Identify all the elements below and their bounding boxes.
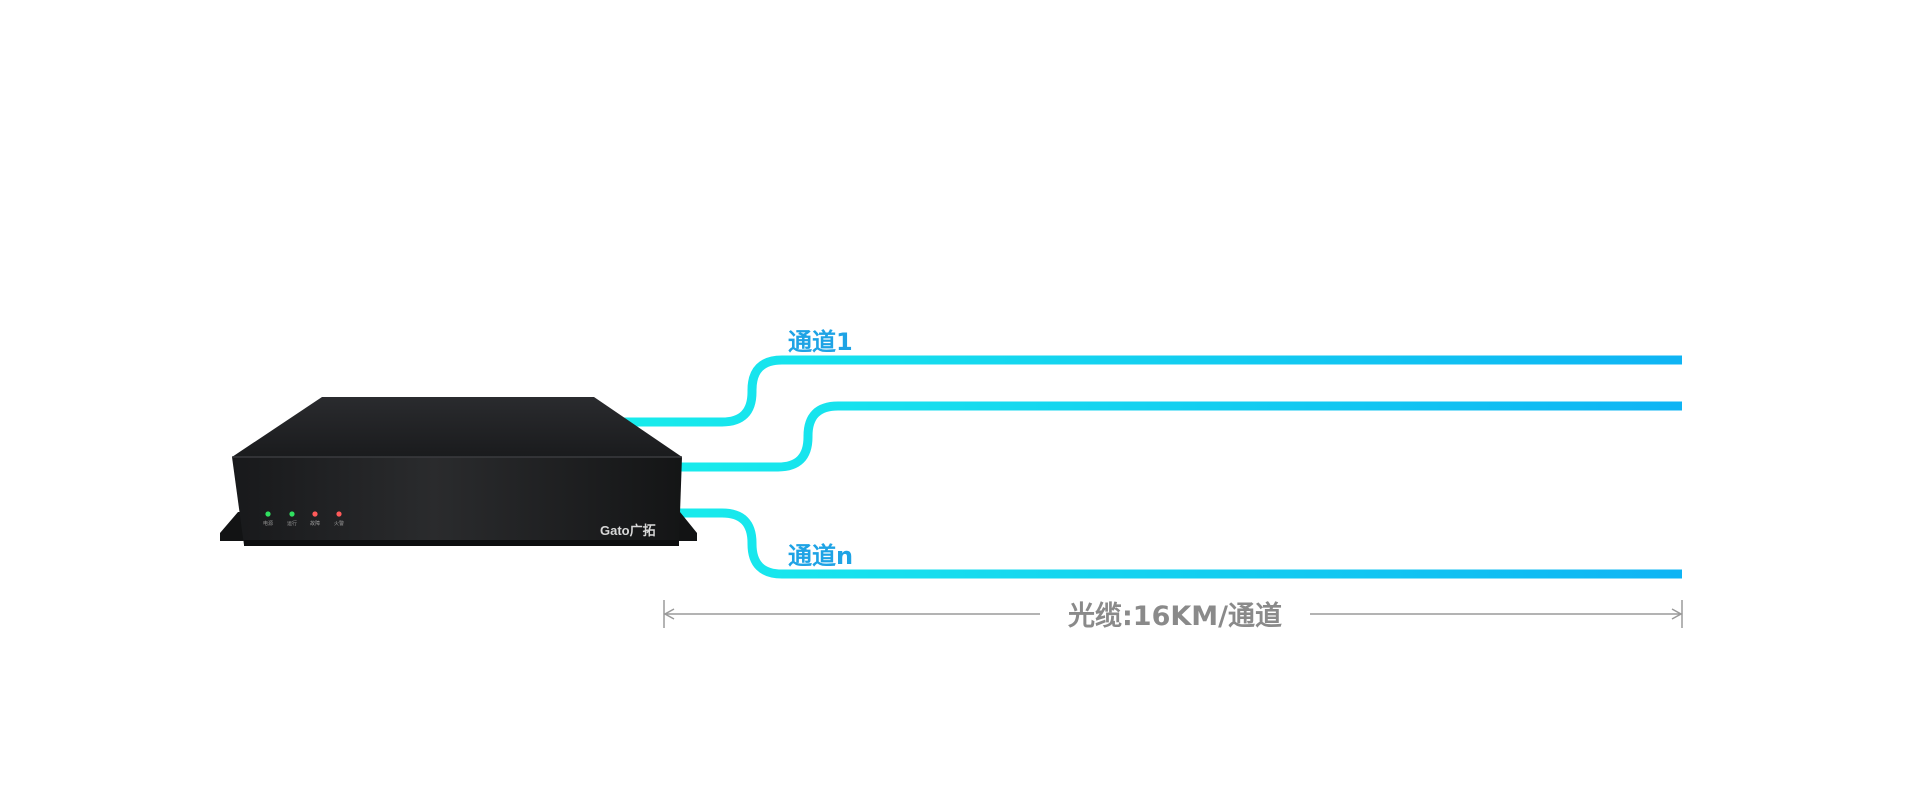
- brand-logo: Gato广拓: [600, 523, 656, 538]
- fault-indicator-led: [312, 511, 318, 517]
- channel-1-label: 通道1: [788, 328, 853, 356]
- run-indicator-label: 运行: [287, 520, 297, 527]
- fiber-cables: [610, 355, 1682, 579]
- fault-indicator-label: 故障: [310, 520, 320, 527]
- fiber-cable-channel-1: [610, 355, 1682, 427]
- power-indicator-label: 电源: [263, 520, 273, 527]
- fiber-cable-channel-n: [660, 508, 1682, 579]
- cable-length-label: 光缆:16KM/通道: [1040, 594, 1310, 633]
- arrow-left-icon: [663, 608, 675, 620]
- channel-n-label: 通道n: [788, 542, 854, 570]
- arrow-right-icon: [1671, 608, 1683, 620]
- device: 电源 运行 故障 火警 Gato广拓: [220, 397, 697, 546]
- run-indicator-led: [289, 511, 295, 517]
- fiber-cable-channel-2: [660, 401, 1682, 472]
- cable-length-dimension: [663, 600, 1683, 628]
- device-top-panel: [232, 397, 682, 457]
- fire-alarm-indicator-label: 火警: [334, 520, 344, 527]
- device-base: [244, 540, 679, 546]
- indicator-group: 电源 运行 故障 火警: [263, 511, 344, 527]
- device-front-panel: [232, 457, 682, 545]
- fire-alarm-indicator-led: [336, 511, 342, 517]
- power-indicator-led: [265, 511, 271, 517]
- device-mounting-flange-left: [220, 512, 244, 541]
